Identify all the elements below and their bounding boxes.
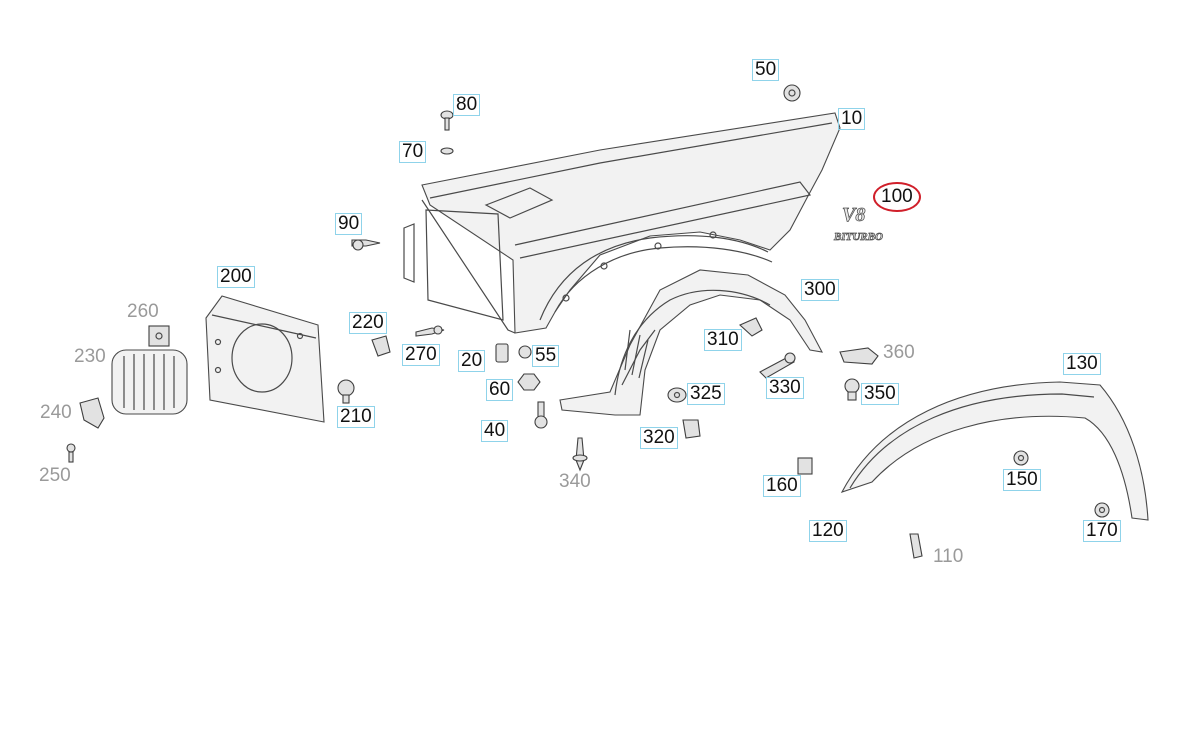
callout-60[interactable]: 60	[486, 379, 514, 401]
headlight-housing[interactable]	[205, 295, 325, 423]
callout-350[interactable]: 350	[861, 383, 899, 405]
callout-270[interactable]: 270	[402, 344, 440, 366]
callout-160[interactable]: 160	[763, 475, 801, 497]
callout-360[interactable]: 360	[883, 342, 915, 363]
callout-300[interactable]: 300	[801, 279, 839, 301]
hardware-items	[66, 84, 1110, 559]
callout-130[interactable]: 130	[1063, 353, 1101, 375]
callout-120[interactable]: 120	[809, 520, 847, 542]
v8-biturbo-badge[interactable]: V8 BITURBO	[833, 204, 884, 244]
callout-70[interactable]: 70	[399, 141, 427, 163]
callout-210[interactable]: 210	[337, 406, 375, 428]
badge-line-v8: V8	[842, 204, 865, 226]
callout-170[interactable]: 170	[1083, 520, 1121, 542]
callout-310[interactable]: 310	[704, 329, 742, 351]
callout-325[interactable]: 325	[687, 383, 725, 405]
callout-260[interactable]: 260	[127, 301, 159, 322]
callout-200[interactable]: 200	[217, 266, 255, 288]
grille[interactable]	[111, 349, 188, 415]
callout-220[interactable]: 220	[349, 312, 387, 334]
callout-10[interactable]: 10	[838, 108, 866, 130]
callout-40[interactable]: 40	[481, 420, 509, 442]
badge-line-biturbo: BITURBO	[833, 231, 883, 243]
callout-90[interactable]: 90	[335, 213, 363, 235]
callout-100[interactable]: 100	[873, 182, 921, 212]
callout-55[interactable]: 55	[532, 345, 560, 367]
callout-330[interactable]: 330	[766, 377, 804, 399]
fender-panel[interactable]	[403, 112, 841, 334]
callout-80[interactable]: 80	[453, 94, 481, 116]
callout-150[interactable]: 150	[1003, 469, 1041, 491]
callout-240[interactable]: 240	[40, 402, 72, 423]
callout-250[interactable]: 250	[39, 465, 71, 486]
callout-50[interactable]: 50	[752, 59, 780, 81]
callout-110[interactable]: 110	[933, 546, 964, 567]
callout-230[interactable]: 230	[74, 346, 106, 367]
callout-340[interactable]: 340	[559, 471, 591, 492]
wheel-arch-liner[interactable]	[559, 269, 824, 416]
callout-20[interactable]: 20	[458, 350, 486, 372]
fender-flare[interactable]	[840, 381, 1149, 521]
callout-320[interactable]: 320	[640, 427, 678, 449]
